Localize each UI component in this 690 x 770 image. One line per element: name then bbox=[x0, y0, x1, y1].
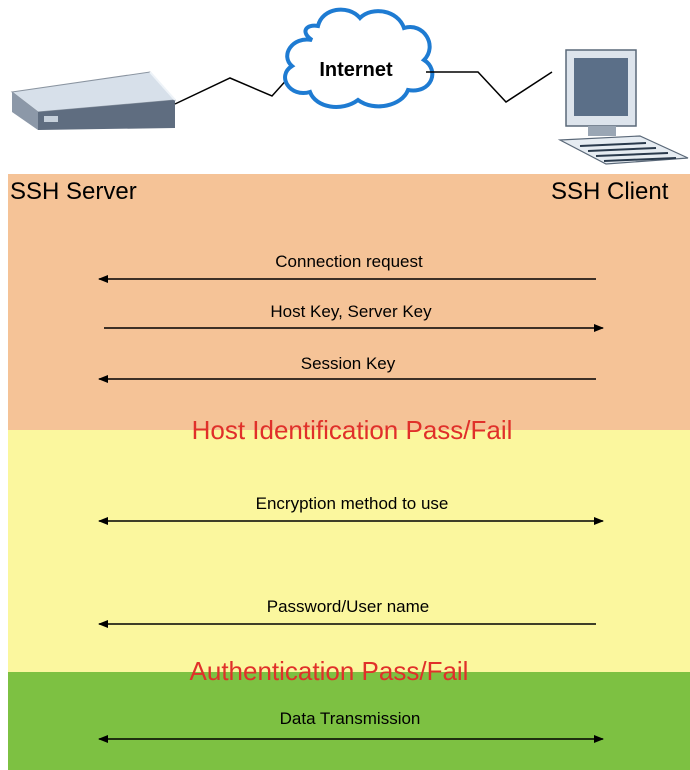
client-computer-icon bbox=[557, 49, 689, 165]
message-host-key-server-key: Host Key, Server Key bbox=[270, 302, 432, 321]
internet-cloud-icon bbox=[283, 7, 435, 109]
ssh-server-label: SSH Server bbox=[10, 178, 137, 205]
message-data-transmission: Data Transmission bbox=[279, 709, 421, 728]
host-identification-status: Host Identification Pass/Fail bbox=[191, 415, 513, 445]
internet-label: Internet bbox=[319, 59, 393, 81]
ssh-client-label: SSH Client bbox=[551, 178, 669, 205]
message-encryption-method: Encryption method to use bbox=[255, 494, 449, 513]
server-device-icon bbox=[10, 71, 177, 130]
message-session-key: Session Key bbox=[300, 354, 396, 373]
server-link-line bbox=[174, 75, 291, 105]
message-password-user-name: Password/User name bbox=[266, 597, 430, 616]
phase-band-host bbox=[8, 174, 690, 430]
phase-band-data bbox=[8, 672, 690, 770]
authentication-status: Authentication Pass/Fail bbox=[189, 656, 469, 686]
client-link-line bbox=[426, 71, 553, 103]
phase-band-auth bbox=[8, 430, 690, 672]
message-connection-request: Connection request bbox=[275, 252, 423, 271]
